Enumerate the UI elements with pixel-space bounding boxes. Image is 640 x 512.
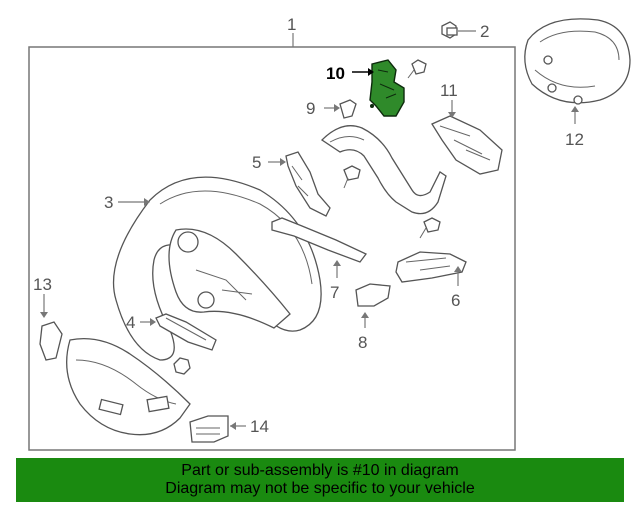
airbag-module-part-12 [524, 18, 631, 124]
cover-part-8 [355, 283, 391, 328]
trim-part-7 [271, 217, 368, 278]
bolt-lower [173, 357, 191, 375]
info-banner: Part or sub-assembly is #10 in diagram D… [16, 458, 624, 502]
switch-part-11 [431, 100, 503, 175]
trim-bracket [320, 125, 447, 215]
bolt-part-2 [441, 21, 476, 39]
screw-center-2 [419, 217, 441, 239]
callout-13: 13 [33, 275, 52, 294]
bracket-part-6 [395, 251, 467, 286]
parts-diagram: 1 2 12 10 9 [28, 15, 631, 451]
callout-11: 11 [440, 81, 458, 100]
banner-line-2: Diagram may not be specific to your vehi… [165, 480, 475, 497]
callout-5: 5 [252, 153, 261, 172]
callout-9: 9 [306, 99, 315, 118]
highlighted-part-10 [369, 59, 405, 117]
callout-7: 7 [330, 283, 339, 302]
switch-part-4 [140, 313, 217, 351]
switch-part-14 [189, 415, 246, 443]
callout-3: 3 [104, 193, 113, 212]
lower-cover [66, 337, 191, 436]
callout-8: 8 [358, 333, 367, 352]
callout-6: 6 [451, 291, 460, 310]
assembly-frame [28, 46, 516, 451]
callout-2: 2 [480, 22, 489, 41]
callout-12: 12 [565, 130, 584, 149]
steering-wheel-part-3 [112, 176, 322, 361]
callout-10: 10 [326, 64, 345, 83]
callout-14: 14 [250, 417, 269, 436]
bracket-part-5 [268, 151, 331, 217]
callout-1: 1 [287, 15, 296, 34]
callout-4: 4 [126, 313, 135, 332]
clip-part-13 [39, 294, 63, 361]
clip-part-9 [324, 99, 357, 119]
screw-center-1 [343, 165, 361, 189]
screw-near-part-10 [407, 59, 427, 79]
banner-line-1: Part or sub-assembly is #10 in diagram [181, 462, 459, 479]
